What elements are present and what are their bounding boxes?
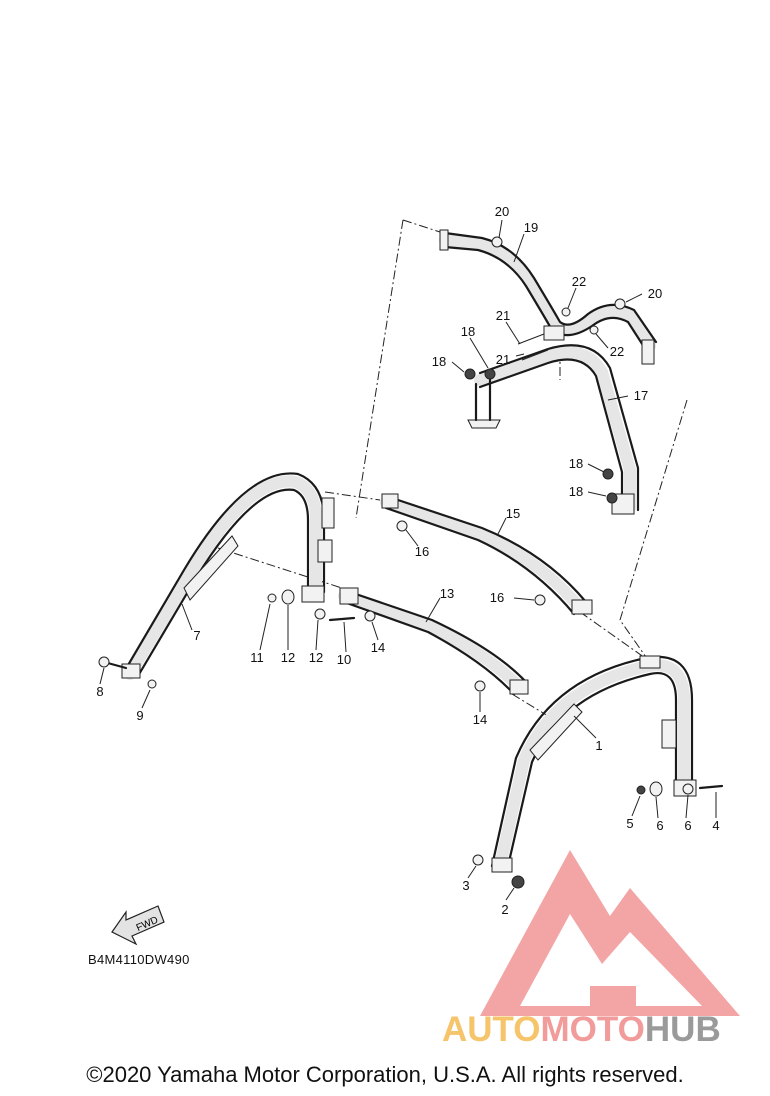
callout-c4: 4 bbox=[712, 818, 719, 833]
callout-c12a: 12 bbox=[281, 650, 295, 665]
part-13-cross-bar bbox=[338, 587, 529, 696]
watermark-word-hub: HUB bbox=[644, 1010, 721, 1049]
callout-c21a: 21 bbox=[496, 308, 510, 323]
part-17-support-bar bbox=[467, 325, 640, 515]
diagram-code: B4M4110DW490 bbox=[88, 952, 190, 967]
callout-c6a: 6 bbox=[656, 818, 663, 833]
callout-c17: 17 bbox=[634, 388, 648, 403]
callout-c18c: 18 bbox=[569, 456, 583, 471]
callout-c16a: 16 bbox=[415, 544, 429, 559]
fasteners bbox=[98, 236, 724, 889]
callout-c19: 19 bbox=[524, 220, 538, 235]
callout-c6b: 6 bbox=[684, 818, 691, 833]
callout-c11: 11 bbox=[250, 650, 264, 665]
callout-c13: 13 bbox=[440, 586, 454, 601]
fwd-arrow: FWD bbox=[111, 905, 165, 946]
callout-c21b: 21 bbox=[496, 352, 510, 367]
watermark-text: AUTOMOTOHUB bbox=[442, 1010, 721, 1050]
callout-c20a: 20 bbox=[495, 204, 509, 219]
callout-c7: 7 bbox=[193, 628, 200, 643]
callout-c18d: 18 bbox=[569, 484, 583, 499]
callout-c8: 8 bbox=[96, 684, 103, 699]
callout-c3: 3 bbox=[462, 878, 469, 893]
callout-c22b: 22 bbox=[610, 344, 624, 359]
leader-lines bbox=[99, 219, 717, 901]
part-15-cross-bar bbox=[380, 493, 593, 616]
watermark-word-auto: AUTO bbox=[442, 1010, 541, 1049]
watermark-word-moto: MOTO bbox=[540, 1010, 645, 1049]
callout-c16b: 16 bbox=[490, 590, 504, 605]
callout-c22a: 22 bbox=[572, 274, 586, 289]
callout-c1: 1 bbox=[595, 738, 602, 753]
part-7-front-hoop bbox=[121, 472, 335, 680]
copyright-notice: ©2020 Yamaha Motor Corporation, U.S.A. A… bbox=[86, 1062, 684, 1087]
callout-c12b: 12 bbox=[309, 650, 323, 665]
callout-c14b: 14 bbox=[473, 712, 487, 727]
callout-c9: 9 bbox=[136, 708, 143, 723]
callout-c15: 15 bbox=[506, 506, 520, 521]
callout-c10: 10 bbox=[337, 652, 351, 667]
callout-c18b: 18 bbox=[461, 324, 475, 339]
callout-c18a: 18 bbox=[432, 354, 446, 369]
callout-c2: 2 bbox=[501, 902, 508, 917]
callout-c5: 5 bbox=[626, 816, 633, 831]
callout-c20b: 20 bbox=[648, 286, 662, 301]
callout-c14a: 14 bbox=[371, 640, 385, 655]
automotohub-logo-icon bbox=[480, 850, 740, 1016]
